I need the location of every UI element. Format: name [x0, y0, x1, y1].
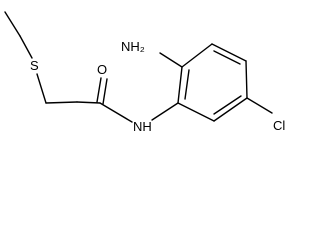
ring-bond-5 — [213, 97, 248, 122]
atom-sulfur-label: S — [30, 58, 39, 73]
bond-ring-cl — [246, 97, 273, 114]
molecule-structure-diagram: S O NH NH₂ Cl — [4, 11, 285, 134]
bond-ethyl-ch2-s — [19, 35, 33, 59]
bond-ch2-carbonyl — [76, 101, 101, 104]
atom-amide-nh-label: NH — [133, 119, 152, 134]
bond-nh-ring — [151, 102, 179, 121]
atom-amino-nh2-label: NH₂ — [121, 39, 145, 54]
atom-chlorine-label: Cl — [273, 118, 285, 133]
ring-bond-2 — [181, 43, 213, 68]
ring-inner-bond-b — [213, 50, 241, 65]
ring-inner-bond-c — [213, 95, 242, 115]
atom-oxygen-label: O — [97, 62, 107, 77]
ring-bond-3 — [211, 43, 247, 62]
ring-bond-6 — [177, 102, 215, 122]
bond-carbonyl-double-2 — [102, 78, 108, 105]
bond-s-ch2 — [36, 73, 47, 104]
ring-bond-1 — [177, 66, 183, 104]
bond-carbonyl-nh — [99, 102, 133, 123]
bond-ch2-ch2 — [45, 101, 78, 104]
bond-carbonyl-double-1 — [96, 77, 102, 103]
bond-ethyl-ch3-ch2 — [4, 11, 21, 37]
ring-inner-bond-a — [184, 69, 190, 100]
ring-bond-4 — [245, 60, 248, 99]
bond-ring-nh2 — [159, 52, 183, 68]
